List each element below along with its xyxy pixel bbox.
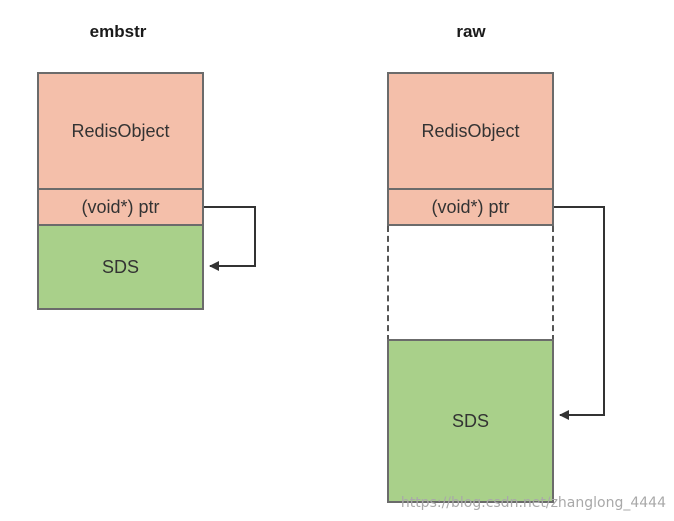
embstr-redisobject-label: RedisObject bbox=[71, 120, 170, 141]
raw-sds-block: SDS bbox=[387, 339, 554, 503]
raw-memory-gap bbox=[387, 226, 554, 341]
embstr-sds-label: SDS bbox=[101, 256, 139, 277]
raw-ptr-block: (void*) ptr bbox=[387, 188, 554, 226]
raw-title: raw bbox=[456, 22, 486, 41]
embstr-pointer-arrow bbox=[204, 206, 256, 271]
raw-redisobject-label: RedisObject bbox=[421, 120, 520, 141]
raw-redisobject-block: RedisObject bbox=[387, 72, 554, 190]
watermark: https://blog.csdn.net/zhanglong_4444 bbox=[400, 495, 666, 511]
raw-sds-label: SDS bbox=[451, 410, 489, 431]
raw-ptr-label: (void*) ptr bbox=[431, 196, 510, 217]
raw-pointer-arrow bbox=[554, 206, 605, 420]
embstr-title: embstr bbox=[89, 22, 147, 41]
embstr-sds-block: SDS bbox=[37, 224, 204, 310]
embstr-ptr-label: (void*) ptr bbox=[81, 196, 160, 217]
embstr-ptr-block: (void*) ptr bbox=[37, 188, 204, 226]
